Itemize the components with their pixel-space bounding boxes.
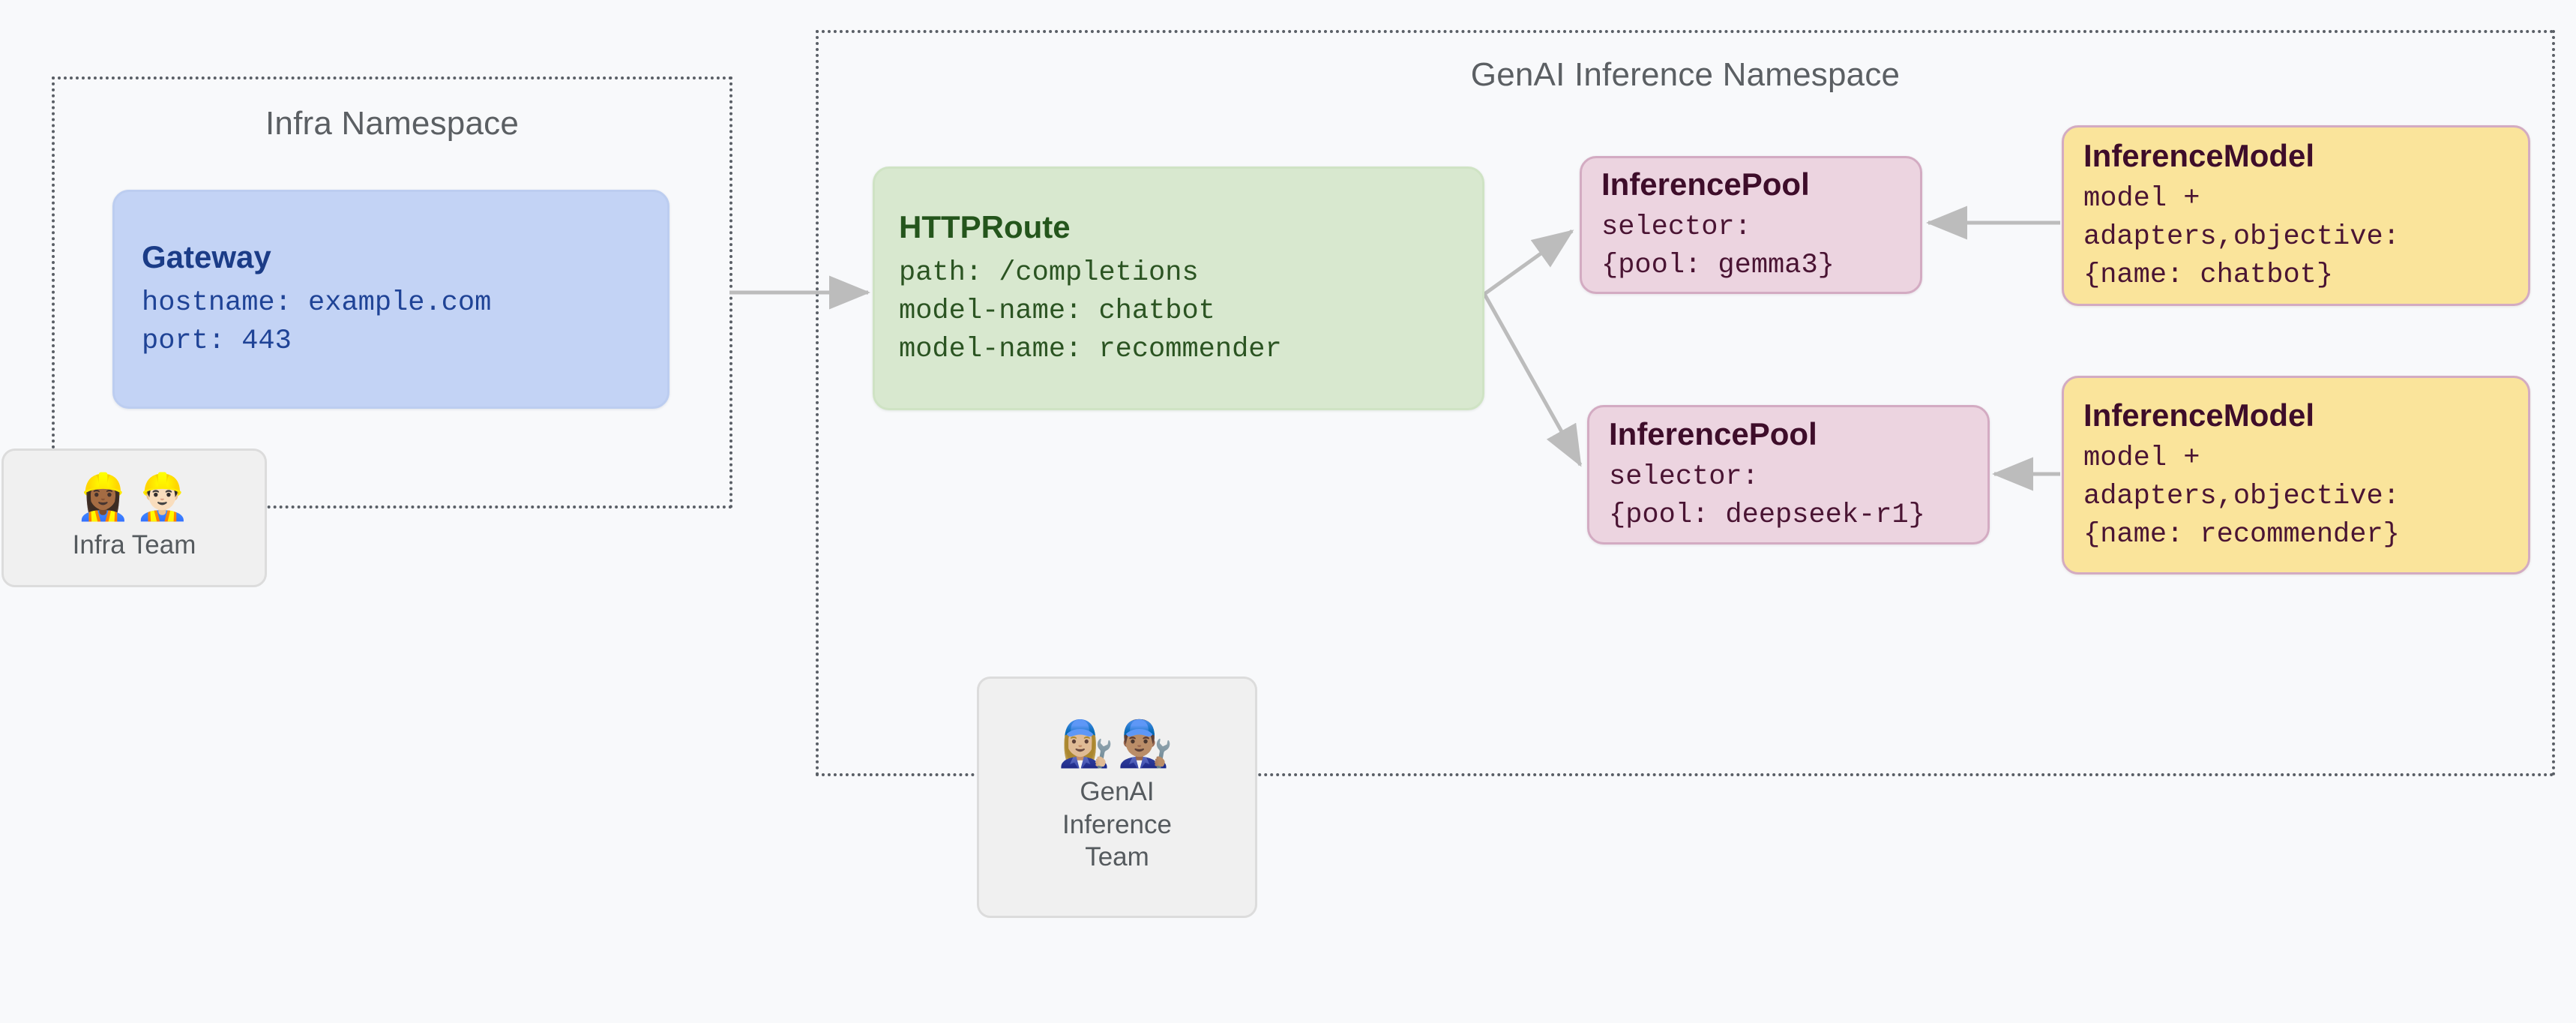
team-card-genai-label: GenAI Inference Team bbox=[1062, 777, 1172, 872]
node-inferencemodel-chatbot-line-1: adapters,objective: bbox=[2083, 220, 2400, 253]
team-card-genai[interactable]: 👩🏼‍🔧👨🏽‍🔧 GenAI Inference Team bbox=[977, 676, 1257, 918]
node-gateway-line-0: hostname: example.com bbox=[142, 286, 492, 319]
node-httproute-title: HTTPRoute bbox=[899, 209, 1071, 245]
node-inferencemodel-chatbot-title: InferenceModel bbox=[2083, 138, 2315, 174]
node-httproute-line-2: model-name: recommender bbox=[899, 333, 1282, 365]
team-card-infra-label: Infra Team bbox=[72, 530, 196, 560]
node-gateway[interactable]: Gateway hostname: example.com port: 443 bbox=[112, 190, 669, 409]
node-gateway-line-1: port: 443 bbox=[142, 325, 292, 357]
node-httproute[interactable]: HTTPRoute path: /completions model-name:… bbox=[873, 166, 1484, 410]
node-inferencepool-recommender-line-1: {pool: deepseek-r1} bbox=[1609, 499, 1925, 531]
node-httproute-line-1: model-name: chatbot bbox=[899, 295, 1215, 327]
namespace-infra-title: Infra Namespace bbox=[265, 105, 520, 142]
node-inferencepool-chatbot[interactable]: InferencePool selector: {pool: gemma3} bbox=[1580, 156, 1922, 294]
node-inferencepool-chatbot-line-1: {pool: gemma3} bbox=[1601, 249, 1835, 281]
node-inferencepool-recommender-line-0: selector: bbox=[1609, 460, 1759, 493]
genai-team-avatars-icon: 👩🏼‍🔧👨🏽‍🔧 bbox=[1058, 718, 1176, 771]
team-card-infra[interactable]: 👷🏾‍♀️👷🏻‍♂️ Infra Team bbox=[1, 448, 267, 587]
node-inferencemodel-recommender-line-1: adapters,objective: bbox=[2083, 480, 2400, 512]
node-inferencemodel-recommender[interactable]: InferenceModel model + adapters,objectiv… bbox=[2062, 376, 2530, 574]
node-gateway-title: Gateway bbox=[142, 239, 271, 275]
node-inferencemodel-chatbot[interactable]: InferenceModel model + adapters,objectiv… bbox=[2062, 125, 2530, 306]
infra-team-avatars-icon: 👷🏾‍♀️👷🏻‍♂️ bbox=[75, 471, 193, 524]
node-inferencepool-chatbot-line-0: selector: bbox=[1601, 211, 1751, 243]
node-httproute-line-0: path: /completions bbox=[899, 256, 1199, 289]
node-inferencepool-recommender-title: InferencePool bbox=[1609, 416, 1817, 452]
node-inferencepool-recommender[interactable]: InferencePool selector: {pool: deepseek-… bbox=[1587, 405, 1990, 544]
node-inferencemodel-recommender-line-2: {name: recommender} bbox=[2083, 518, 2400, 550]
node-inferencemodel-recommender-line-0: model + bbox=[2083, 442, 2200, 474]
node-inferencemodel-recommender-title: InferenceModel bbox=[2083, 398, 2315, 434]
node-inferencemodel-chatbot-line-2: {name: chatbot} bbox=[2083, 259, 2334, 291]
node-inferencemodel-chatbot-line-0: model + bbox=[2083, 182, 2200, 214]
node-inferencepool-chatbot-title: InferencePool bbox=[1601, 166, 1810, 202]
namespace-genai bbox=[816, 30, 2555, 776]
namespace-genai-title: GenAI Inference Namespace bbox=[1470, 56, 1901, 93]
